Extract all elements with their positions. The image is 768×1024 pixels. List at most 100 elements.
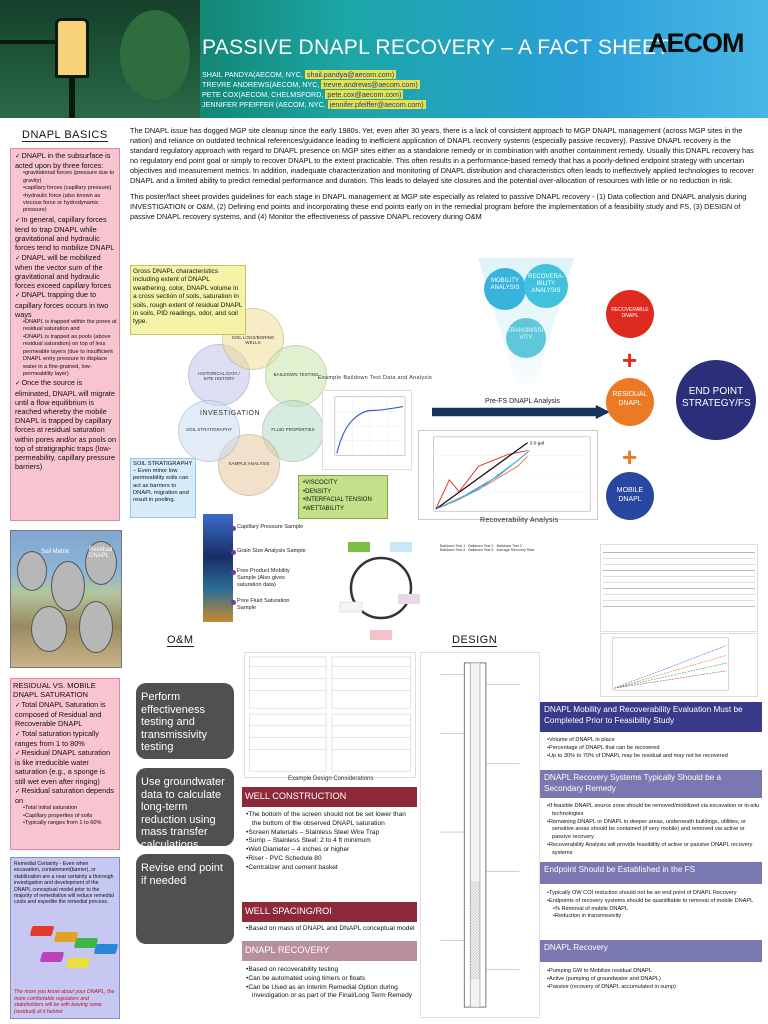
bullet-item: If feasible DNAPL source zone should be … (544, 803, 760, 819)
bullet-item: Well Diameter – 4 inches or higher (244, 846, 416, 855)
arrow-chip-blue (93, 944, 119, 954)
recovery-table (600, 544, 758, 632)
circle-stratigraphy: SOIL STRATIGRAPHY (178, 400, 240, 462)
bullet-item: Centralizer and cement basket (244, 864, 416, 873)
circle-fluid: FLUID PROPERTIES (262, 400, 324, 462)
circle-baildown: BAILDOWN TESTING (265, 345, 327, 407)
dnapl-recovery-right-list: Pumping GW to Mobilize residual DNAPLAct… (544, 968, 760, 991)
om-box-effectiveness: Perform effectiveness testing and transm… (136, 683, 234, 759)
recoverability-label: Recoverability Analysis (480, 517, 559, 524)
bullet-item: % Removal of mobile DNAPL (544, 906, 760, 914)
list-item: gravitational forces (pressure due to gr… (15, 170, 117, 185)
soil-matrix-diagram: Soil Matrix Residual DNAPL (10, 530, 122, 668)
bullet-item: Passive (recovery of DNAPL accumulated i… (544, 984, 760, 992)
intro-paragraph-2: This poster/fact sheet provides guidelin… (130, 192, 747, 221)
secondary-remedy-list: If feasible DNAPL source zone should be … (544, 803, 760, 858)
bullet-item: Endpoints of recovery systems should be … (544, 898, 760, 906)
street-lamp-photo (0, 0, 200, 118)
author-email-link[interactable]: shail.pandya@aecom.com) (304, 70, 397, 79)
secondary-remedy-header: DNAPL Recovery Systems Typically Should … (540, 770, 762, 798)
design-tables-graphic (244, 652, 416, 778)
residual-dnapl-circle: RESIDUAL DNAPL (606, 378, 654, 426)
bullet-item: Pumping GW to Mobilize residual DNAPL (544, 968, 760, 976)
residual-mobile-box: RESIDUAL VS. MOBILE DNAPL SATURATION Tot… (10, 678, 120, 850)
arrow-chip-yellow (65, 958, 91, 968)
dnapl-recovery-list: Based on recoverability testingCan be au… (244, 966, 416, 1001)
author-email-link[interactable]: trevre.andrews@aecom.com) (321, 80, 420, 89)
investigation-label: INVESTIGATION (200, 410, 261, 417)
sample-label: Free Product Mobility Sample (Also gives… (231, 568, 309, 589)
cycle-diagram (339, 542, 420, 640)
bullet-item: Riser - PVC Schedule 80 (244, 855, 416, 864)
aecom-logo: AECOM (648, 28, 744, 58)
residual-mobile-title: RESIDUAL VS. MOBILE DNAPL SATURATION (13, 681, 96, 699)
well-construction-list: The bottom of the screen should not be s… (244, 811, 416, 873)
transmissivity-bubble: TRANSMISSI-VITY (506, 318, 546, 358)
poster-title: PASSIVE DNAPL RECOVERY – A FACT SHEET (202, 36, 670, 59)
residual-list: Total DNAPL Saturation is composed of Re… (13, 700, 117, 827)
end-point-strategy-circle: END POINT STRATEGY/FS (676, 360, 756, 440)
intro-paragraph-1: The DNAPL issue has dogged MGP site clea… (130, 126, 754, 185)
bullet-item: Active (pumping of groundwater and DNAPL… (544, 976, 760, 984)
intro-text: The DNAPL issue has dogged MGP site clea… (130, 126, 758, 228)
dnapl-recovery-right-header: DNAPL Recovery (540, 940, 762, 962)
list-item: Once the source is eliminated, DNAPL wil… (15, 378, 117, 471)
soil-stratigraphy-note: SOIL STRATIGRAPHY – Even minor low perme… (130, 458, 196, 518)
dnapl-basics-box: DNAPL in the subsurface is acted upon by… (10, 148, 120, 521)
well-construction-header: WELL CONSTRUCTION (242, 787, 417, 807)
baildown-label: Example Baildown Test Data and Analysis (318, 375, 433, 381)
design-caption: Example Design Considerations (288, 776, 374, 782)
well-spacing-list: Based on mass of DNAPL and DNAPL concept… (244, 925, 416, 934)
mobility-evaluation-header: DNAPL Mobility and Recoverability Evalua… (540, 702, 762, 732)
list-item: DNAPL trapping due to capillary forces o… (15, 290, 117, 319)
bullet-item: Based on mass of DNAPL and DNAPL concept… (244, 925, 416, 934)
baildown-chart (322, 390, 412, 470)
gross-characteristics-note: Gross DNAPL characteristics including ex… (130, 265, 246, 335)
sample-label: Grain Size Analysis Sample (231, 548, 306, 555)
bullet-item: Recoverability Analysis will provide fea… (544, 842, 760, 858)
remedial-certainty-box: Remedial Certainty - Even when excavatio… (10, 857, 120, 1019)
bullet-item: Sump – Stainless Steel: 2 to 4 ft minimu… (244, 837, 416, 846)
author-email-link[interactable]: pete.cox@aecom.com) (325, 90, 404, 99)
list-item: Capillary properties of soils (15, 813, 117, 820)
mobility-analysis-bubble: MOBILITY ANALYSIS (484, 268, 526, 310)
list-item: Residual saturation depends on (15, 786, 117, 805)
chart-gal-label: 3.0 gal (530, 441, 545, 447)
author-line: PETE COX(AECOM, CHELMSFORD,pete.cox@aeco… (202, 90, 404, 99)
list-item: DNAPL will be mobilized when the vector … (15, 253, 117, 291)
endpoint-fs-header: Endpoint Should be Established in the FS (540, 862, 762, 884)
author-email-link[interactable]: jennifer.pfeiffer@aecom.com) (327, 100, 426, 109)
sample-label: Pore Fluid Saturation Sample (231, 598, 307, 612)
list-item: capillary forces (capillary pressure) (15, 185, 117, 192)
arrow-chip-red (29, 926, 55, 936)
pre-fs-label: Pre-FS DNAPL Analysis (485, 398, 560, 405)
bullet-item: Typically OW COI reduction should not be… (544, 890, 760, 898)
recoverable-dnapl-circle: RECOVERABLE DNAPL (606, 290, 654, 338)
chart-legend: Baildown Test 1 · Baildown Test 2 · Bail… (440, 544, 535, 552)
sample-label: Capillary Pressure Sample (231, 524, 307, 531)
bullet-item: Up to 30% to 70% of DNAPL may be residua… (544, 753, 760, 761)
recoverability-chart: 3.0 gal (418, 430, 598, 520)
fluid-properties-note: •VISCOCITY •DENSITY •INTERFACIAL TENSION… (298, 475, 388, 519)
dnapl-basics-list: DNAPL in the subsurface is acted upon by… (13, 151, 117, 471)
bullet-item: Remaining DNAPL or DNAPL in deeper areas… (544, 819, 760, 842)
mobility-evaluation-list: Volume of DNAPL in placePercentage of DN… (544, 737, 760, 760)
circle-sample: SAMPLE ANALYSIS (218, 434, 280, 496)
author-line: JENNIFER PFEIFFER (AECOM, NYC,jennifer.p… (202, 100, 426, 109)
well-schematic (420, 652, 540, 1018)
om-title: O&M (167, 634, 194, 647)
list-item: DNAPL in the subsurface is acted upon by… (15, 151, 117, 170)
dnapl-recovery-header: DNAPL RECOVERY (242, 941, 417, 961)
bullet-item: Can be Used as an Interim Remedial Optio… (244, 984, 416, 1002)
list-item: DNAPL is trapped as pools (above residua… (15, 334, 117, 378)
list-item: Residual DNAPL saturation is like irredu… (15, 748, 117, 786)
list-item: In general, capillary forces tend to tra… (15, 215, 117, 253)
bullet-item: Percentage of DNAPL that can be recovere… (544, 745, 760, 753)
bullet-item: Reduction in transmissivity (544, 913, 760, 921)
list-item: Total initial saturation (15, 805, 117, 812)
list-item: DNAPL is trapped within the pores at res… (15, 319, 117, 334)
bullet-item: Screen Materials – Stainless Steel Wire … (244, 829, 416, 838)
plus-sign: + (622, 442, 638, 472)
list-item: Total saturation typically ranges from 1… (15, 729, 117, 748)
arrow-chip-purple (39, 952, 65, 962)
